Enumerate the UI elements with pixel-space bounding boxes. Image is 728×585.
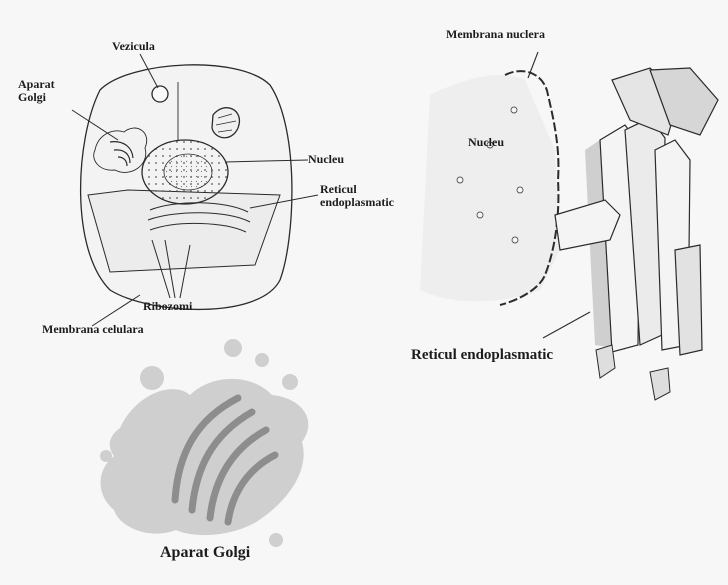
label-nucleu-er: Nucleu [468, 135, 504, 149]
nuclear-envelope [499, 70, 560, 306]
golgi-vesicle [140, 366, 164, 390]
nuclear-pores [456, 106, 524, 244]
nucleolus [163, 153, 213, 191]
er-top-blocks [611, 67, 719, 136]
golgi-vesicle [224, 339, 242, 357]
animal-cell [79, 64, 293, 311]
golgi-vesicle [282, 374, 298, 390]
golgi-vesicle [255, 353, 269, 367]
er-leader-lines [527, 51, 591, 339]
er-sheets [554, 117, 703, 356]
label-reticul-cell: Reticul endoplasmatic [320, 182, 395, 209]
label-ribozomi: Ribozomi [143, 299, 193, 313]
label-membrana-celulara: Membrana celulara [42, 322, 144, 336]
er-stack-cell [147, 202, 251, 233]
label-reticul-endoplasmatic: Reticul endoplasmatic [411, 347, 554, 363]
golgi-vesicle [269, 533, 283, 547]
cell-cytoplasm-edge [87, 189, 281, 273]
vesicle [151, 85, 169, 103]
golgi-vesicle [100, 450, 112, 462]
label-nucleu-cell: Nucleu [308, 152, 344, 166]
er-fragments [595, 344, 671, 401]
er-illustration [420, 51, 719, 401]
nucleus-region [420, 75, 560, 302]
label-membrana-nucleara: Membrana nuclera [446, 27, 545, 41]
golgi-apparatus-large [100, 339, 309, 547]
label-aparat-golgi-small: Aparat Golgi [18, 77, 55, 104]
golgi-cisternae [171, 394, 279, 526]
label-vezicula: Vezicula [112, 39, 155, 53]
cell-leader-lines [71, 53, 319, 327]
label-aparat-golgi-large: Aparat Golgi [160, 544, 251, 561]
